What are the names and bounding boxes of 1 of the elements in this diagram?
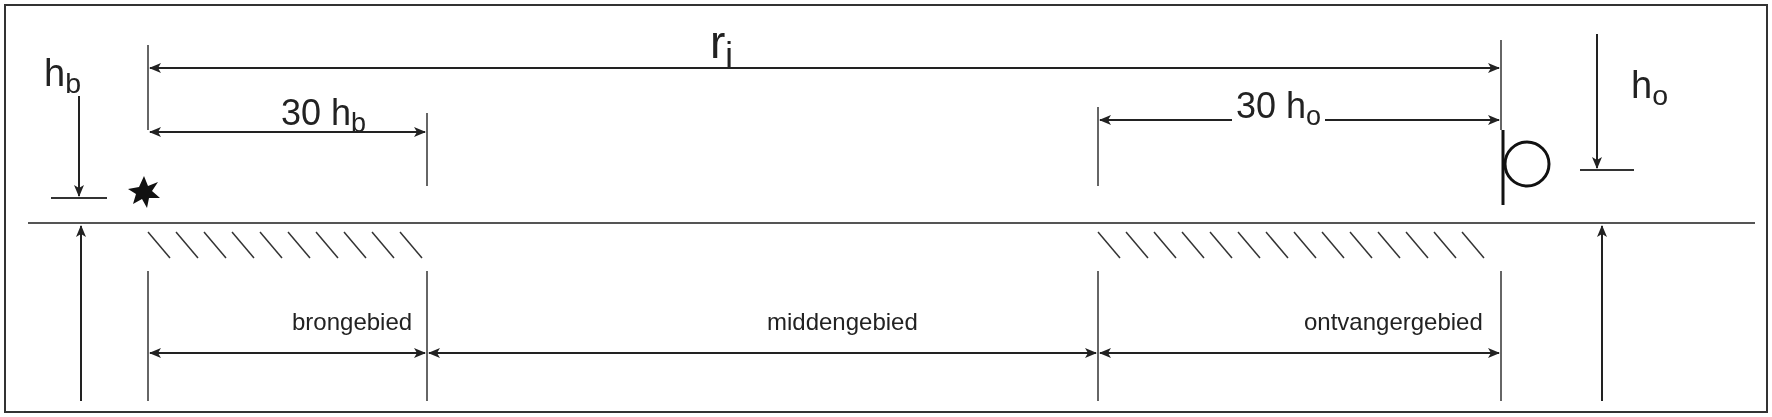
dimension-label: 30 h$_{o}$ [1232, 88, 1326, 124]
